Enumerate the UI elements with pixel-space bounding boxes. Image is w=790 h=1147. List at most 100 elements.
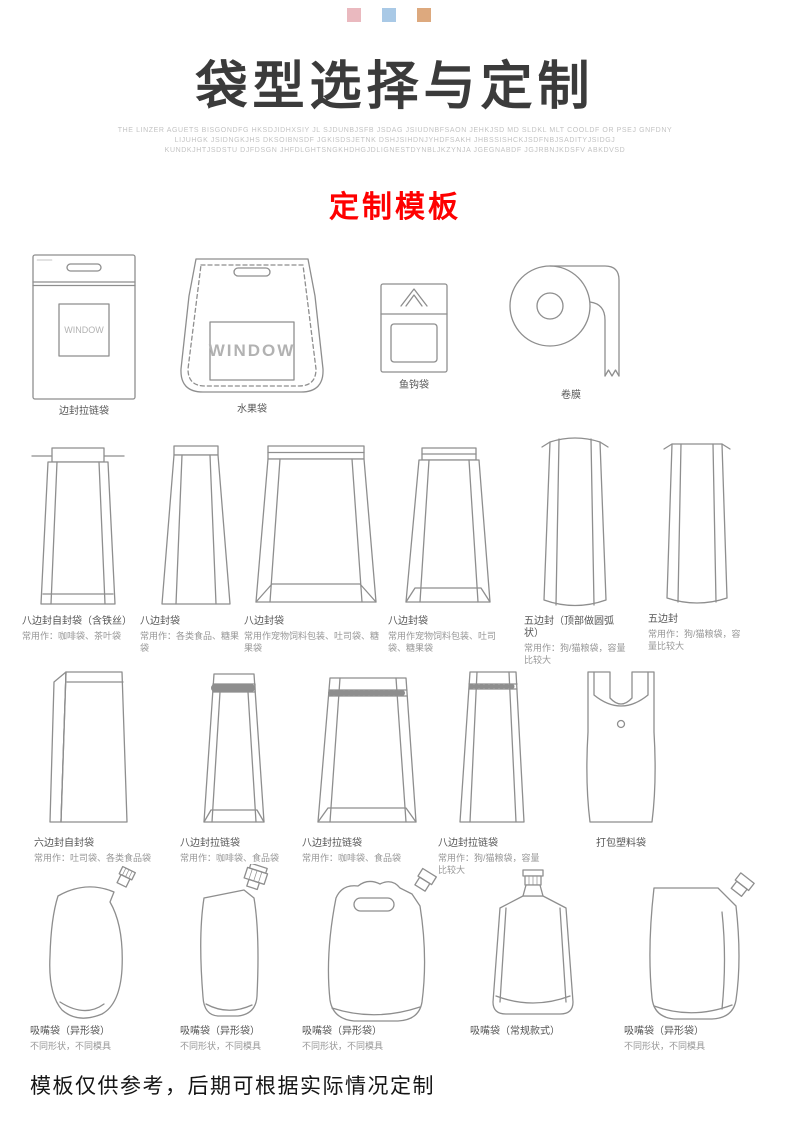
bag-desc: 常用作：狗/猫粮袋，容量比较大 (438, 853, 540, 875)
eight-side-seal-zipper-bag-drawing (459, 671, 525, 823)
bag-label: 打包塑料袋 (596, 838, 646, 849)
bag-desc: 常用作：咖啡袋、茶叶袋 (22, 631, 122, 641)
bag-desc: 常用作宠物饲料包装、吐司袋、糖果袋 (244, 631, 380, 653)
eight-side-seal-bag-drawing (405, 447, 491, 603)
window-text: WINDOW (64, 325, 104, 335)
bag-item: 八边封袋 常用作：各类食品、糖果袋 (140, 434, 240, 654)
bag-item: 吸嘴袋（异形袋） 不同形状，不同模具 (180, 864, 280, 1052)
hook-bag-drawing (380, 283, 448, 373)
five-side-seal-round-top-bag-drawing (541, 437, 609, 607)
decor-square-tan (417, 8, 431, 22)
bag-caption: 五边封（顶部做圆弧状） 常用作：狗/猫粮袋，容量比较大 (524, 616, 626, 666)
bag-item: 八边封袋 常用作宠物饲料包装、吐司袋、糖果袋 (388, 434, 506, 654)
eight-side-seal-tin-tie-bag-drawing (31, 447, 125, 605)
bag-caption: 卷膜 (506, 390, 636, 402)
bag-label: 吸嘴袋（异形袋） (30, 1026, 110, 1037)
bag-caption: 吸嘴袋（异形袋） 不同形状，不同模具 (30, 1026, 152, 1052)
bag-caption: 八边封拉链袋 常用作：咖啡袋、食品袋 (302, 838, 434, 864)
bag-item: WINDOW 水果袋 (166, 254, 338, 416)
bag-label: 八边封拉链袋 (180, 838, 240, 849)
spout-pouch-shaped-drawing (200, 864, 269, 1017)
window-text: WINDOW (209, 341, 296, 360)
bag-label: 水果袋 (237, 404, 267, 415)
bag-caption: 八边封拉链袋 常用作：狗/猫粮袋，容量比较大 (438, 838, 546, 876)
eight-side-seal-zipper-bag-drawing (203, 673, 265, 823)
eight-side-seal-bag-drawing (161, 445, 231, 605)
bag-item: 八边封拉链袋 常用作：咖啡袋、食品袋 (302, 662, 434, 864)
bag-desc: 常用作：咖啡袋、食品袋 (302, 853, 402, 863)
section-heading: 定制模板 (329, 191, 461, 224)
bag-desc: 不同形状，不同模具 (30, 1041, 112, 1051)
bag-caption: 打包塑料袋 (562, 838, 680, 850)
bag-item: 五边封（顶部做圆弧状） 常用作：狗/猫粮袋，容量比较大 (524, 428, 626, 666)
bag-label: 卷膜 (561, 390, 581, 401)
eight-side-seal-bag-drawing (255, 445, 377, 603)
bag-label: 吸嘴袋（异形袋） (624, 1026, 704, 1037)
side-seal-zipper-bag-drawing: WINDOW (32, 254, 136, 400)
bag-label: 吸嘴袋（异形袋） (302, 1026, 382, 1037)
bag-item: 打包塑料袋 (562, 662, 680, 850)
bag-label: 五边封 (648, 614, 678, 625)
eight-side-seal-zipper-bag-drawing (317, 677, 417, 823)
bag-caption: 八边封袋 常用作宠物饲料包装、吐司袋、糖果袋 (244, 616, 386, 654)
bag-caption: 八边封袋 常用作宠物饲料包装、吐司袋、糖果袋 (388, 616, 506, 654)
bag-item: 吸嘴袋（常规款式） (470, 864, 596, 1038)
bag-caption: 五边封 常用作：狗/猫粮袋，容量比较大 (648, 614, 746, 652)
bag-desc: 不同形状，不同模具 (302, 1041, 384, 1051)
bag-desc: 不同形状，不同模具 (180, 1041, 262, 1051)
bag-item: 八边封拉链袋 常用作：狗/猫粮袋，容量比较大 (438, 662, 546, 876)
bag-desc: 不同形状，不同模具 (624, 1041, 706, 1051)
fruit-bag-drawing: WINDOW (180, 258, 324, 393)
page-title: 袋型选择与定制 (195, 58, 595, 116)
bag-label: 吸嘴袋（异形袋） (180, 1026, 260, 1037)
bag-label: 八边封袋 (140, 616, 180, 627)
footer-note: 模板仅供参考，后期可根据实际情况定制 (30, 1075, 435, 1098)
bag-desc: 常用作：狗/猫粮袋，容量比较大 (524, 643, 626, 665)
bag-item: 八边封自封袋（含铁丝） 常用作：咖啡袋、茶叶袋 (22, 434, 134, 642)
bag-item: 吸嘴袋（异形袋） 不同形状，不同模具 (30, 864, 152, 1052)
bag-caption: 八边封拉链袋 常用作：咖啡袋、食品袋 (180, 838, 288, 864)
five-side-seal-bag-drawing (663, 443, 731, 604)
bag-label: 五边封（顶部做圆弧状） (524, 616, 614, 639)
bag-label: 吸嘴袋（常规款式） (470, 1026, 560, 1037)
bag-desc: 常用作宠物饲料包装、吐司袋、糖果袋 (388, 631, 497, 653)
spout-pouch-jerrycan-drawing (327, 867, 437, 1022)
subtitle-line: LIJUHGK JSIDNGKJHS DKSOIBNSDF JGKISDSJET… (174, 137, 616, 144)
bag-caption: 边封拉链袋 (28, 406, 140, 418)
subtitle-line: THE LINZER AGUETS BISGONDFG HKSDJIDHXSIY… (117, 127, 673, 134)
bag-item: 六边封自封袋 常用作：吐司袋、各类食品袋 (34, 662, 152, 864)
bag-label: 八边封拉链袋 (302, 838, 362, 849)
bag-item: 五边封 常用作：狗/猫粮袋，容量比较大 (648, 430, 746, 652)
bag-item: 八边封袋 常用作宠物饲料包装、吐司袋、糖果袋 (244, 434, 386, 654)
subtitle-text: THE LINZER AGUETS BISGONDFG HKSDJIDHXSIY… (0, 126, 790, 156)
roll-film-drawing (509, 265, 620, 377)
bag-item: 卷膜 (506, 258, 636, 402)
bag-item: 鱼钩袋 (368, 280, 460, 392)
bag-item: WINDOW 边封拉链袋 (28, 252, 140, 418)
bag-caption: 鱼钩袋 (368, 380, 460, 392)
bag-desc: 常用作：吐司袋、各类食品袋 (34, 853, 152, 863)
bag-desc: 常用作：咖啡袋、食品袋 (180, 853, 280, 863)
bag-item: 八边封拉链袋 常用作：咖啡袋、食品袋 (180, 662, 288, 864)
bag-label: 边封拉链袋 (59, 406, 109, 417)
bag-label: 八边封拉链袋 (438, 838, 498, 849)
subtitle-line: KUNDKJHTJSDSTU DJFDSGN JHFDLGHTSNGKHDHGJ… (164, 147, 626, 154)
bag-caption: 八边封自封袋（含铁丝） 常用作：咖啡袋、茶叶袋 (22, 616, 134, 642)
bag-label: 六边封自封袋 (34, 838, 94, 849)
bag-label: 八边封袋 (244, 616, 284, 627)
decor-square-pink (347, 8, 361, 22)
bag-desc: 常用作：狗/猫粮袋，容量比较大 (648, 629, 741, 651)
bag-label: 八边封袋 (388, 616, 428, 627)
bag-caption: 八边封袋 常用作：各类食品、糖果袋 (140, 616, 240, 654)
bag-item: 吸嘴袋（异形袋） 不同形状，不同模具 (302, 864, 450, 1052)
bag-label: 鱼钩袋 (399, 380, 429, 391)
spout-pouch-standard-drawing (492, 869, 574, 1015)
bag-caption: 六边封自封袋 常用作：吐司袋、各类食品袋 (34, 838, 152, 864)
decor-square-blue (382, 8, 396, 22)
bag-item: 吸嘴袋（异形袋） 不同形状，不同模具 (624, 864, 762, 1052)
bag-caption: 吸嘴袋（异形袋） 不同形状，不同模具 (624, 1026, 762, 1052)
spout-pouch-shaped-drawing (49, 865, 136, 1019)
decor-squares (347, 8, 431, 22)
six-side-seal-bag-drawing (49, 671, 128, 823)
